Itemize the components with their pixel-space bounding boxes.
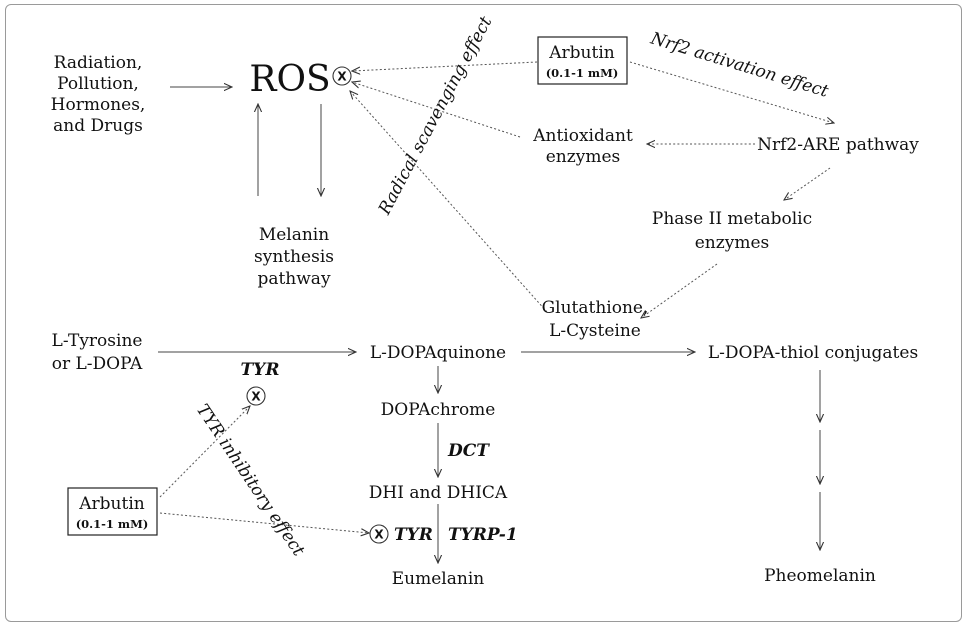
eumelanin-label: Eumelanin bbox=[392, 569, 484, 589]
ros-x-label: X bbox=[337, 70, 347, 84]
phase2-line-2: enzymes bbox=[695, 233, 769, 253]
thiol-conjugates-label: L-DOPA-thiol conjugates bbox=[708, 343, 918, 363]
dct-label: DCT bbox=[447, 441, 490, 461]
sources-line-2: Pollution, bbox=[57, 74, 139, 94]
sources-label: Radiation, Pollution, Hormones, and Drug… bbox=[51, 53, 146, 136]
arbutin-top-dose: (0.1-1 mM) bbox=[546, 66, 619, 80]
pheomelanin-label: Pheomelanin bbox=[764, 566, 876, 586]
ros-inhibition-mark: X bbox=[332, 66, 352, 86]
tyr-bottom-inhibition-mark: X bbox=[369, 524, 389, 544]
ros-label: ROS bbox=[249, 59, 330, 100]
dopachrome-label: DOPAchrome bbox=[381, 400, 496, 420]
antioxidant-line-2: enzymes bbox=[546, 147, 620, 167]
tyr-top-label: TYR bbox=[241, 360, 280, 380]
sources-line-3: Hormones, bbox=[51, 95, 146, 115]
antioxidant-line-1: Antioxidant bbox=[532, 126, 633, 146]
tyrosine-line-2: or L-DOPA bbox=[52, 354, 143, 374]
tyr-inhibitory-label: TYR inhibitory effect bbox=[192, 401, 309, 560]
sources-line-4: and Drugs bbox=[53, 116, 143, 136]
arrow-arbutin-to-tyr-top bbox=[159, 406, 250, 498]
glutathione-label: Glutathione, L-Cysteine bbox=[542, 298, 649, 341]
tyr-bottom-label: TYR bbox=[394, 525, 433, 545]
arbutin-bottom-dose: (0.1-1 mM) bbox=[76, 517, 149, 531]
arbutin-top-box bbox=[537, 36, 628, 85]
dopaquinone-label: L-DOPAquinone bbox=[370, 343, 506, 363]
diagram-frame bbox=[5, 4, 962, 622]
nrf2-are-label: Nrf2-ARE pathway bbox=[757, 135, 919, 155]
radical-scavenging-label: Radical scavenging effect bbox=[374, 13, 496, 219]
tyrosine-line-1: L-Tyrosine bbox=[52, 331, 143, 351]
arrow-antioxidant-to-ros bbox=[352, 82, 521, 138]
tyrp1-label: TYRP-1 bbox=[448, 525, 518, 545]
melanin-synthesis-label: Melanin synthesis pathway bbox=[254, 225, 334, 289]
arrow-arbutin-to-nrf2 bbox=[629, 61, 834, 123]
arrow-arbutin-to-tyr-bottom bbox=[159, 512, 369, 533]
glutathione-line-2: L-Cysteine bbox=[549, 321, 641, 341]
arrow-phase2-to-glutathione bbox=[641, 263, 718, 318]
phase2-line-1: Phase II metabolic bbox=[652, 209, 812, 229]
arrow-arbutin-to-ros bbox=[352, 61, 538, 71]
phase2-label: Phase II metabolic enzymes bbox=[652, 209, 812, 253]
sources-line-1: Radiation, bbox=[54, 53, 143, 73]
melanin-line-1: Melanin bbox=[259, 225, 329, 245]
tyr-bottom-x-label: X bbox=[374, 528, 384, 542]
antioxidant-enzymes-label: Antioxidant enzymes bbox=[532, 126, 633, 167]
nrf2-activation-label: Nrf2 activation effect bbox=[647, 28, 830, 101]
tyr-top-inhibition-mark: X bbox=[246, 386, 266, 406]
arbutin-bottom-label: Arbutin bbox=[78, 494, 145, 514]
tyrosine-label: L-Tyrosine or L-DOPA bbox=[52, 331, 143, 374]
arrow-nrf2-to-phase2 bbox=[784, 167, 831, 200]
dhi-dhica-label: DHI and DHICA bbox=[369, 483, 508, 503]
glutathione-line-1: Glutathione, bbox=[542, 298, 649, 318]
melanin-line-2: synthesis bbox=[254, 247, 334, 267]
arbutin-top-label: Arbutin bbox=[548, 43, 615, 63]
arrow-glutathione-to-ros bbox=[350, 91, 548, 313]
arbutin-bottom-box bbox=[67, 487, 158, 536]
tyr-top-x-label: X bbox=[251, 390, 261, 404]
melanin-line-3: pathway bbox=[257, 269, 330, 289]
